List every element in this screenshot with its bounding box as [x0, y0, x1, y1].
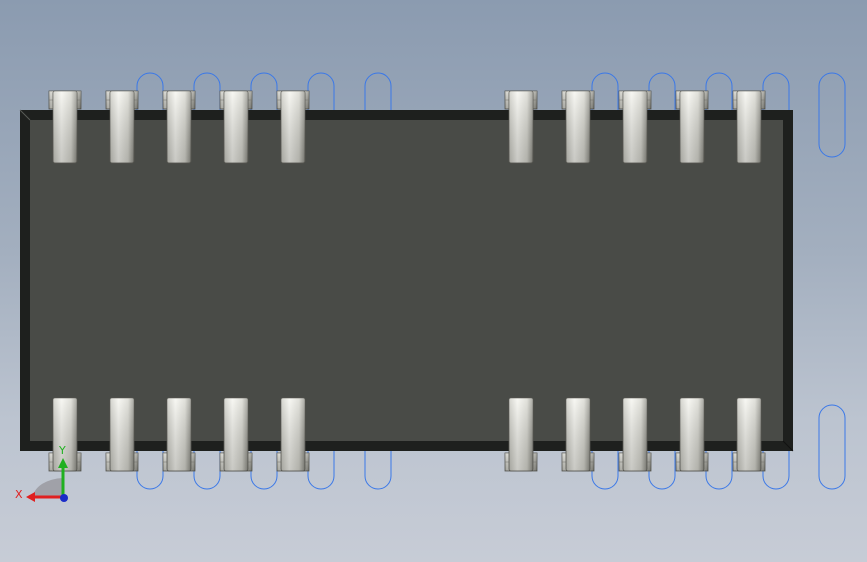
ic-body-bevel — [19, 109, 31, 121]
triad-y-arrow-icon — [58, 458, 68, 468]
ic-pin-bottom — [732, 397, 766, 472]
ic-pin-top — [618, 90, 652, 164]
ic-pin-bottom — [48, 397, 82, 472]
triad-x-arrow-icon — [26, 492, 35, 502]
ic-pin-bottom — [618, 397, 652, 472]
ic-pin-bottom — [675, 397, 709, 472]
ic-pin-top — [162, 90, 196, 164]
ic-body-bevel — [782, 440, 794, 452]
pad-outline-top — [818, 72, 846, 158]
ic-body[interactable] — [19, 109, 794, 452]
ic-pin-top — [105, 90, 139, 164]
ic-pin-bottom — [219, 397, 253, 472]
ic-pin-top — [219, 90, 253, 164]
ic-pin-bottom — [561, 397, 595, 472]
ic-body-top-face — [30, 120, 783, 441]
triad-x-label: X — [15, 488, 23, 501]
ic-pin-bottom — [276, 397, 310, 472]
ic-pin-top — [561, 90, 595, 164]
ic-pin-top — [504, 90, 538, 164]
triad-y-label: Y — [58, 444, 66, 457]
triad-z-axis-icon — [60, 494, 68, 502]
coordinate-triad[interactable]: X Y — [15, 444, 68, 502]
ic-pin-top — [276, 90, 310, 164]
ic-pin-bottom — [504, 397, 538, 472]
ic-pin-top — [675, 90, 709, 164]
ic-pin-top — [48, 90, 82, 164]
pad-outline-bottom — [818, 404, 846, 490]
ic-pin-bottom — [162, 397, 196, 472]
triad-base-icon — [33, 478, 63, 497]
ic-pin-bottom — [105, 397, 139, 472]
ic-pins — [48, 90, 766, 472]
ic-pin-top — [732, 90, 766, 164]
